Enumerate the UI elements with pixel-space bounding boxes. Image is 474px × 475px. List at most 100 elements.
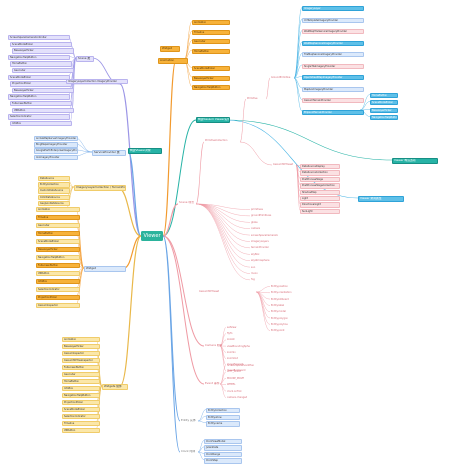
widget-leaf[interactable]: SceneModePicker [62, 407, 100, 413]
scene-leaf[interactable]: skyAtmosphere [251, 259, 270, 263]
branch-event[interactable]: Event 事件 [205, 382, 220, 385]
pink-leaf[interactable]: Light [300, 196, 340, 202]
yellow-leaf[interactable]: GeoJsonDataSource [38, 200, 70, 207]
orange-leaf[interactable]: CesiumInspector [36, 303, 80, 309]
pink-leaf[interactable]: PostProcessStageCollection [300, 183, 340, 189]
scene-leaf[interactable]: moon [251, 272, 258, 275]
purple-leaf[interactable]: SceneModePicker [8, 74, 70, 80]
purple-long-node[interactable]: ImageryLayerCollection ImageryProvider [66, 79, 128, 85]
cyan-leaf[interactable]: ImageryLayer [302, 6, 364, 12]
camera-leaf[interactable]: moveBackward [227, 369, 246, 373]
scene-sub-d[interactable]: Cesium3DTileset [273, 163, 294, 166]
cyan-leaf[interactable]: MapboxImageryProvider [302, 86, 364, 92]
purple-leaf[interactable]: BaseLayerPicker [12, 87, 74, 94]
branch-scene-right[interactable]: Scene 场景 [179, 201, 195, 204]
branch-datasource[interactable]: ImageryLayerCollection / TerrainProvider [74, 185, 126, 191]
widget-leaf[interactable]: BaseLayerPicker [62, 344, 100, 350]
orange-leaf[interactable]: ProjectionPicker [36, 295, 80, 301]
event-leaf[interactable]: ScreenSpaceEventHandler [227, 364, 254, 367]
scene-right-leaf[interactable]: Entity.polyline [271, 322, 288, 326]
pink-leaf[interactable]: ShadowMap [300, 189, 340, 195]
scene-leaf[interactable]: globe [251, 220, 258, 224]
orange-leaf[interactable]: Timeline [36, 215, 80, 221]
widget-leaf[interactable]: VRButton [62, 428, 100, 434]
branch-widget-top[interactable]: Widget [160, 46, 180, 52]
cyan-leaf[interactable]: WebMapServiceImageryProvider [302, 40, 364, 46]
widget-leaf[interactable]: CesiumInspector [62, 351, 100, 357]
cyan-leaf[interactable]: WebMapTileServiceImageryProvider [302, 29, 364, 35]
blue-leaf[interactable]: GoogleEarthEnterpriseImageryProvider [34, 148, 78, 154]
purple-leaf[interactable]: InfoBox [10, 120, 72, 127]
widget-leaf[interactable]: Cesium3DTilesInspector [62, 358, 100, 364]
purple-leaf[interactable]: Geocoder [12, 68, 74, 74]
camera-leaf[interactable]: moveForward [227, 363, 244, 367]
cyan-leaf[interactable]: OpenStreetMapImageryProvider [302, 75, 364, 81]
yellow-leaf[interactable]: CustomDataSource [38, 188, 70, 194]
purple-leaf[interactable]: FullscreenButton [10, 101, 72, 107]
purple-leaf[interactable]: ScreenSpaceCameraController [8, 35, 70, 41]
clock-leaf[interactable]: JulianDate [204, 445, 242, 451]
yellow-leaf[interactable]: EntityCollection [38, 182, 70, 188]
scene-right-leaf[interactable]: Entity.polygon [271, 316, 288, 320]
entity-leaf[interactable]: Entity.show [206, 414, 240, 420]
purple-leaf[interactable]: VRButton [12, 107, 74, 113]
scene-right-leaf[interactable]: Entity.label [271, 303, 285, 307]
scene-right-leaf[interactable]: Entity.point [271, 329, 285, 333]
orange-leaf[interactable]: HomeButton [36, 231, 80, 237]
teal-right-1[interactable]: Viewer 构造选项 [392, 158, 438, 164]
purple-leaf[interactable]: NavigationHelpButton [8, 54, 70, 61]
event-leaf[interactable]: WHEEL [227, 383, 236, 387]
orange-leaf[interactable]: FullscreenButton [36, 263, 80, 269]
pink-leaf[interactable]: PostProcessStage [300, 176, 340, 183]
camera-leaf[interactable]: zoomOut [227, 357, 238, 360]
scene-leaf[interactable]: screenSpaceCameraController [251, 233, 278, 237]
widget-leaf[interactable]: Animation [62, 337, 100, 343]
pink-leaf[interactable]: DataSourceCollection [300, 170, 340, 176]
widget-leaf[interactable]: NavigationHelpButton [62, 393, 100, 399]
cyan-leaf[interactable]: SingleTileImageryProvider [302, 63, 364, 69]
pink-leaf[interactable]: SunLight [300, 208, 340, 215]
entity-leaf[interactable]: EntityCollection [206, 408, 240, 414]
branch-service-provider[interactable]: ServiceProvider 类 [92, 150, 126, 156]
widget-leaf[interactable]: FullscreenButton [62, 365, 100, 371]
orange-leaf[interactable]: NavigationHelpButton [36, 255, 80, 261]
cyan-leaf[interactable]: UrlTemplateImageryProvider [302, 17, 364, 23]
widget-leaf[interactable]: ProjectionPicker [62, 400, 100, 406]
branch-scene[interactable]: Scene 类 [76, 56, 94, 62]
cyan-leaf[interactable]: EllipsoidTerrainProvider [302, 109, 364, 115]
purple-leaf[interactable]: SceneModePicker [10, 41, 72, 47]
yellow-leaf[interactable]: CzmlDataSource [38, 194, 70, 200]
purple-leaf[interactable]: NavigationHelpButton [8, 94, 70, 100]
orange-top-leaf[interactable]: HomeButton [192, 48, 230, 54]
orange-top-leaf[interactable]: BaseLayerPicker [192, 75, 230, 81]
scene-leaf[interactable]: imageryLayers [251, 240, 269, 243]
clock-leaf[interactable]: ClockRange [204, 451, 242, 458]
orange-leaf[interactable]: SelectionIndicator [36, 287, 80, 293]
scene-leaf[interactable]: skyBox [251, 252, 260, 256]
branch-widgets[interactable]: Widgets 组件 [102, 384, 128, 390]
camera-leaf[interactable]: lookAt [227, 338, 235, 342]
clock-leaf[interactable]: ClockViewModel [204, 439, 242, 445]
orange-leaf[interactable]: Geocoder [36, 223, 80, 229]
branch-entity[interactable]: Entity 实体 [181, 419, 196, 422]
cyan-small-leaf[interactable]: HomeButton [370, 93, 398, 99]
root-node[interactable]: Viewer [141, 231, 163, 241]
scene-leaf[interactable]: sun [251, 265, 256, 269]
scene-sub-a[interactable]: PrimitiveCollection [205, 139, 228, 142]
branch-widget-left[interactable]: Widget [84, 266, 126, 272]
branch-clock[interactable]: Clock 时钟 [181, 450, 196, 453]
clock-leaf[interactable]: ClockStep [204, 458, 242, 464]
event-leaf[interactable]: LEFT_CLICK [227, 370, 241, 374]
widget-leaf[interactable]: Timeline [62, 421, 100, 427]
cyan-small-leaf[interactable]: BaseLayerPicker [370, 108, 398, 114]
orange-leaf[interactable]: SceneModePicker [36, 239, 80, 245]
scene-leaf[interactable]: terrainProvider [251, 246, 269, 250]
blue-leaf[interactable]: IonImageryProvider [34, 154, 78, 160]
orange-top-leaf[interactable]: Geocoder [192, 39, 230, 45]
scene-sub-b[interactable]: Primitive [247, 97, 258, 100]
blue-leaf[interactable]: BingMapsImageryProvider [34, 142, 78, 148]
purple-leaf[interactable]: BaseLayerPicker [12, 48, 74, 54]
cyan-small-leaf[interactable]: SceneModePicker [370, 100, 398, 106]
scene-right-leaf[interactable]: Entity.model [271, 310, 286, 314]
blue-leaf[interactable]: ArcGisMapServerImageryProvider [34, 136, 78, 142]
